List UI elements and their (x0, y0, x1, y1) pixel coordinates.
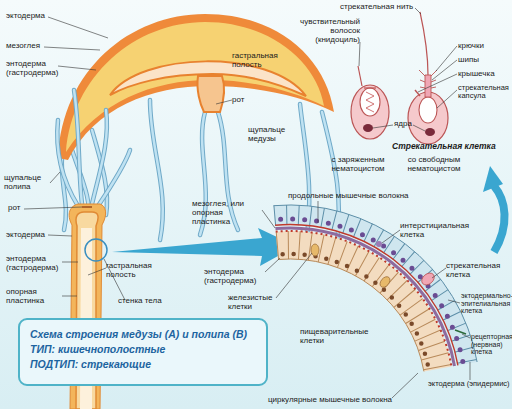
part-label: эктодермально-эпителиальная клетка (461, 292, 512, 315)
interstitial-cell (376, 241, 382, 247)
body-wall-marker (85, 239, 107, 261)
part-label: циркулярные мышечные волокна (268, 396, 392, 405)
part-label: стрекательная капсула (458, 84, 511, 101)
part-label: щупальце медузы (248, 126, 298, 144)
polyp-mouth (82, 206, 92, 208)
medusa-manubrium (197, 76, 224, 112)
part-label: чувствительный волосок (книдоциль) (290, 18, 360, 44)
part-label: рецепторная (нервная) клетка (471, 333, 512, 356)
part-label: ядра (394, 120, 412, 129)
part-label: щупальце полипа (4, 174, 52, 192)
part-label: железистые клетки (228, 294, 276, 312)
part-label: энтодерма (гастродерма) (204, 268, 266, 286)
part-label: гастральная полость (106, 262, 164, 280)
body-wall-section (273, 205, 477, 371)
part-label: со свободным нематоцистом (398, 156, 470, 174)
part-label: крышечка (458, 70, 495, 79)
part-label: крючки (458, 42, 484, 51)
polyp-tentacles (57, 90, 130, 206)
part-label: мезоглея (6, 42, 40, 51)
part-label: энтодерма (гастродерма) (6, 60, 62, 78)
part-label: стенка тела (118, 297, 162, 306)
part-label: Стрекательная клетка (392, 142, 496, 151)
arrow-head (483, 166, 503, 192)
part-label: эктодерма (6, 12, 45, 21)
part-label: эктодерма (эпидермис) (428, 380, 510, 388)
gland-cell (378, 275, 392, 289)
leader-lines (24, 8, 470, 398)
caption-text: Схема строения медузы (А) и полипа (В) (30, 327, 256, 342)
medusa-ectoderm (58, 14, 334, 160)
wall-cnidocyte (419, 271, 436, 288)
part-label: интерстициальная клетка (400, 222, 470, 240)
part-label: стрекательная клетка (446, 262, 506, 280)
part-label: продольные мышечные волокна (288, 192, 409, 201)
part-label: с заряженным нематоцистом (322, 156, 394, 174)
part-label: мезоглея, или опорная пластинка (192, 200, 262, 226)
receptor-cell (455, 330, 466, 334)
part-label: опорная пластинка (6, 288, 62, 306)
cnidocyte-discharged (408, 12, 448, 144)
caption-box: Схема строения медузы (А) и полипа (В)ТИ… (18, 318, 268, 386)
part-label: пищеварительные клетки (300, 328, 360, 346)
caption-text: ПОДТИП: стрекающие (30, 357, 256, 372)
part-label: рот (8, 204, 20, 213)
part-label: энтодерма (гастродерма) (6, 255, 62, 273)
part-label: стрекательная нить (340, 3, 413, 12)
zoom-arrow-curved (494, 186, 505, 252)
zoom-arrow (112, 228, 296, 266)
cnidocyte-charged (351, 66, 389, 139)
part-label: шипы (458, 56, 479, 65)
part-label: рот (232, 96, 244, 105)
caption-text: ТИП: кишечнополостные (30, 342, 256, 357)
part-label: эктодерма (6, 231, 45, 240)
gland-cell (311, 244, 319, 256)
part-label: гастральная полость (232, 52, 290, 70)
